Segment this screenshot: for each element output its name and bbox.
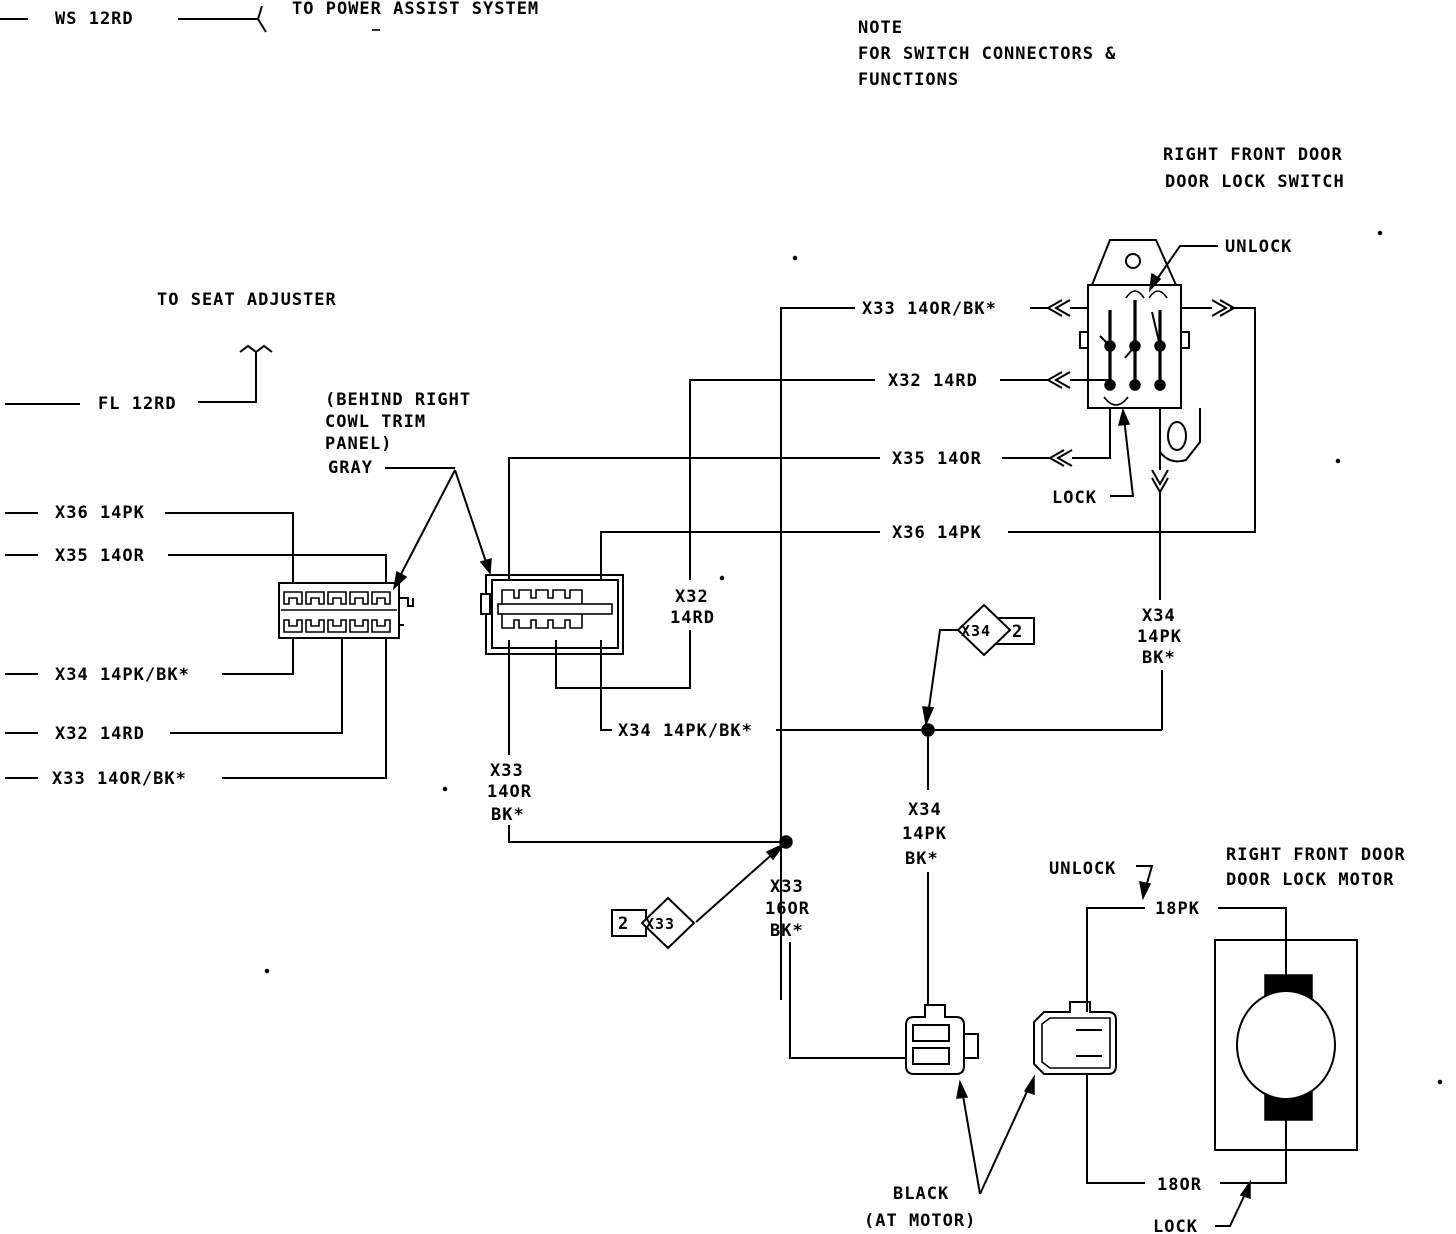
ws-wire-label: WS 12RD (55, 9, 134, 29)
splice-x33-num: 2 (618, 914, 629, 934)
sw-x32-label: X32 14RD (888, 371, 978, 391)
sw-x35-label: X35 14OR (892, 449, 982, 469)
connector-note-line-2: COWL TRIM (325, 412, 426, 432)
mid-x34v-label-b: 14PK (902, 824, 947, 844)
mid-x32-label-a: X32 (675, 587, 709, 607)
note-line-3: FUNCTIONS (858, 70, 959, 90)
sw-x36-label: X36 14PK (892, 523, 982, 543)
door-lock-motor: RIGHT FRONT DOOR DOOR LOCK MOTOR UNLOCK … (1049, 845, 1406, 1234)
switch-lock-label: LOCK (1052, 488, 1097, 508)
note-line-2: FOR SWITCH CONNECTORS & (858, 44, 1116, 64)
sw-x34-label-a: X34 (1142, 606, 1176, 626)
mid-x33b-label-c: BK* (770, 921, 804, 941)
motor-pk-label: 18PK (1155, 899, 1200, 919)
sw-x34-label-c: BK* (1142, 648, 1176, 668)
black-label: BLACK (893, 1184, 949, 1204)
motor-side-connector (1033, 1001, 1117, 1075)
left-wire-group: X36 14PK X35 14OR X34 14PK/BK* X32 14RD … (5, 503, 387, 789)
scan-specks (264, 230, 1443, 1085)
door-lock-switch: RIGHT FRONT DOOR DOOR LOCK SWITCH (1045, 145, 1345, 668)
power-assist-label: TO POWER ASSIST SYSTEM (292, 0, 539, 19)
left-x35-label: X35 14OR (55, 546, 145, 566)
note-block: NOTE FOR SWITCH CONNECTORS & FUNCTIONS (858, 18, 1116, 90)
motor-lock-label: LOCK (1153, 1217, 1198, 1234)
connector-note: (BEHIND RIGHT COWL TRIM PANEL) GRAY (325, 390, 492, 591)
sw-x34-label-b: 14PK (1137, 627, 1182, 647)
left-x33-label: X33 14OR/BK* (52, 769, 187, 789)
mid-x33-label-c: BK* (491, 805, 525, 825)
switch-title-1: RIGHT FRONT DOOR (1163, 145, 1343, 165)
left-x36-label: X36 14PK (55, 503, 145, 523)
splice-tag-x33: 2 X33 (611, 843, 785, 950)
connector-note-line-3: PANEL) (325, 434, 392, 454)
middle-wire-group: X33 14OR/BK* X32 14RD X32 14RD X35 14OR … (487, 299, 1256, 1059)
mid-x33-label-b: 14OR (487, 782, 532, 802)
seat-adjuster-lead: TO SEAT ADJUSTER FL 12RD (5, 290, 337, 414)
motor-harness-connector (905, 1004, 979, 1075)
sw-x33-label: X33 14OR/BK* (862, 299, 997, 319)
splice-x34-id: X34 (961, 622, 991, 640)
left-x32-label: X32 14RD (55, 724, 145, 744)
seat-adjuster-label: TO SEAT ADJUSTER (157, 290, 337, 310)
fl-wire-label: FL 12RD (98, 394, 177, 414)
mid-x33b-label-a: X33 (770, 877, 804, 897)
motor-title-1: RIGHT FRONT DOOR (1226, 845, 1406, 865)
mid-x33b-label-b: 16OR (765, 899, 810, 919)
mid-x34-run-label: X34 14PK/BK* (618, 721, 753, 741)
note-heading: NOTE (858, 18, 903, 38)
switch-title-2: DOOR LOCK SWITCH (1165, 172, 1345, 192)
motor-or-label: 18OR (1157, 1175, 1202, 1195)
left-x34-label: X34 14PK/BK* (55, 665, 190, 685)
motor-title-2: DOOR LOCK MOTOR (1226, 870, 1395, 890)
connector-callout: BLACK (AT MOTOR) (864, 1074, 1035, 1231)
splice-tag-x34: 2 X34 (922, 603, 1035, 727)
power-assist-lead: WS 12RD TO POWER ASSIST SYSTEM (0, 0, 539, 33)
connector-note-line-1: (BEHIND RIGHT (325, 390, 471, 410)
switch-unlock-label: UNLOCK (1225, 237, 1292, 257)
splice-x34-num: 2 (1012, 622, 1023, 642)
splice-x33-id: X33 (645, 915, 675, 933)
at-motor-label: (AT MOTOR) (864, 1211, 976, 1231)
connector-color-label: GRAY (328, 458, 373, 478)
splice-x34-dot (921, 723, 935, 737)
mid-x33-label-a: X33 (490, 761, 524, 781)
mid-x32-label-b: 14RD (670, 608, 715, 628)
mid-x34v-label-c: BK* (905, 849, 939, 869)
mid-x34v-label-a: X34 (908, 800, 942, 820)
motor-unlock-label: UNLOCK (1049, 859, 1116, 879)
left-connector (278, 582, 414, 639)
